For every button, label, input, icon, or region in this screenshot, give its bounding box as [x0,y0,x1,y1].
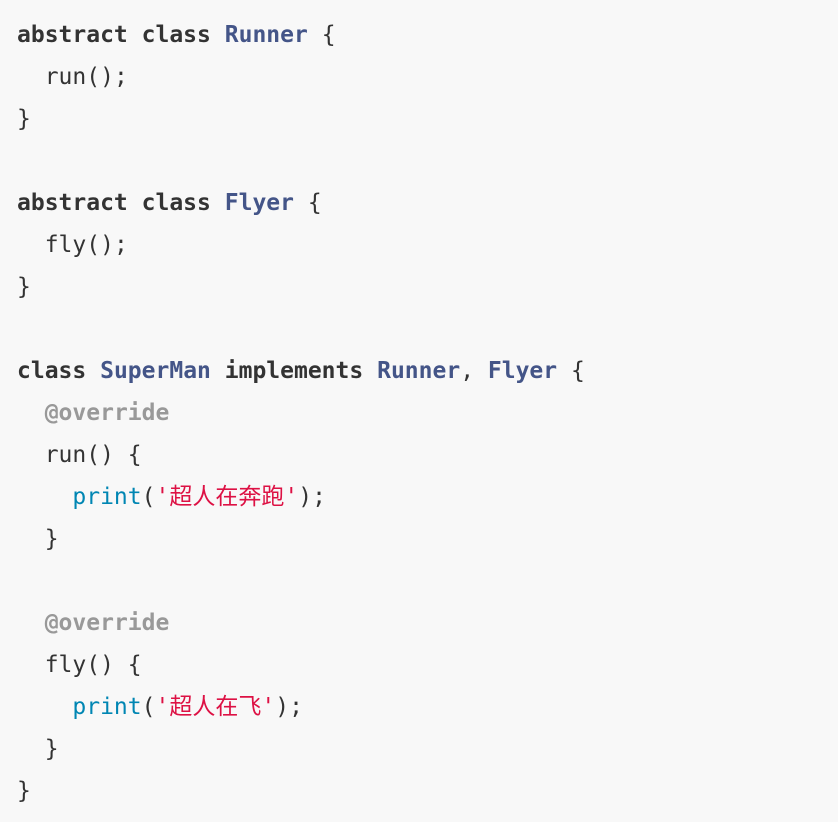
class-name: Flyer [224,190,294,216]
keyword: class [141,190,211,216]
code-line: fly() { [44,652,142,678]
method-name: run [44,442,87,468]
method-name: fly [44,232,87,258]
code-line: print('超人在奔跑'); [72,484,326,510]
class-name: Runner [224,22,308,48]
code-line: abstract class Flyer { [17,190,322,216]
code-line: } [17,736,59,762]
code-line [17,140,838,182]
class-name: Runner [377,358,461,384]
string-quote: ' [261,694,276,720]
string-quote: ' [284,484,299,510]
keyword: abstract [17,190,128,216]
function-name: print [72,694,142,720]
class-name: SuperMan [100,358,211,384]
code-line: print('超人在飞'); [72,694,303,720]
code-line: fly(); [44,232,128,258]
method-name: fly [44,652,87,678]
annotation: @override [44,610,170,636]
code-line: } [17,274,31,300]
code-line: run() { [44,442,142,468]
annotation: @override [44,400,170,426]
code-line: abstract class Runner { [17,22,336,48]
code-line: class SuperMan implements Runner, Flyer … [17,358,585,384]
code-line: @override [17,602,838,644]
code-line [17,308,838,350]
method-name: run [44,64,87,90]
class-name: Flyer [487,358,558,384]
code-line: } [17,526,59,552]
keyword: abstract [17,22,128,48]
string-literal: 超人在飞 [169,694,262,720]
keyword: class [141,22,211,48]
code-line: @override [17,392,838,434]
string-literal: 超人在奔跑 [169,484,285,510]
code-line: run(); [44,64,128,90]
keyword: implements [224,358,364,384]
string-quote: ' [155,694,170,720]
keyword: class [17,358,87,384]
code-line: } [17,106,31,132]
function-name: print [72,484,142,510]
code-line [17,560,838,602]
string-quote: ' [155,484,170,510]
code-line: } [17,778,31,804]
